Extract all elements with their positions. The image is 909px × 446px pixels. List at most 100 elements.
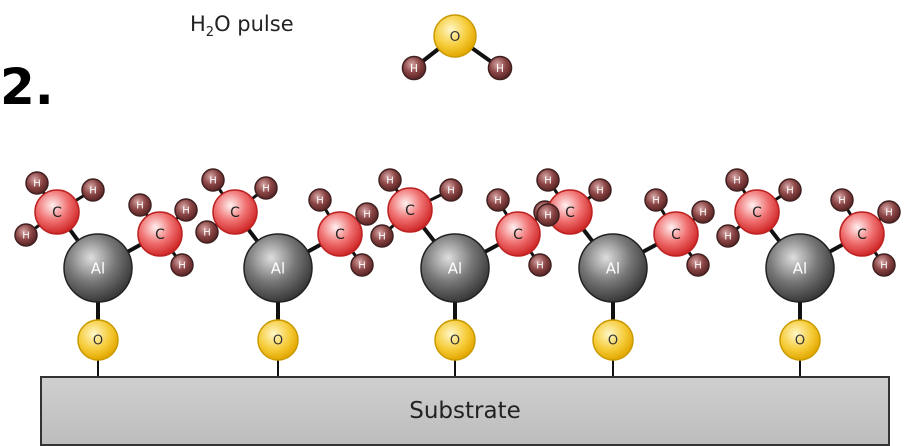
hydrogen-atom: H — [487, 55, 513, 81]
hydrogen-atom: H — [81, 178, 105, 202]
oxygen-atom-sphere — [257, 319, 299, 361]
hydrogen-atom: H — [174, 198, 198, 222]
carbon-atom-sphere — [495, 211, 541, 257]
oxygen-atom: O — [257, 319, 299, 361]
hydrogen-atom-sphere — [370, 224, 394, 248]
hydrogen-atom-sphere — [81, 178, 105, 202]
aluminum-atom: Al — [765, 233, 835, 303]
oxygen-atom: O — [779, 319, 821, 361]
hydrogen-atom-sphere — [778, 178, 802, 202]
oxygen-atom-sphere — [779, 319, 821, 361]
hydrogen-atom: H — [401, 55, 427, 81]
hydrogen-atom: H — [528, 253, 552, 277]
hydrogen-atom-sphere — [439, 178, 463, 202]
hydrogen-atom-label: H — [544, 211, 552, 222]
carbon-atom-sphere — [212, 189, 258, 235]
oxygen-atom: O — [433, 14, 477, 58]
carbon-atom-label: C — [565, 205, 575, 221]
hydrogen-atom-sphere — [691, 200, 715, 224]
hydrogen-atom: H — [201, 168, 225, 192]
aluminum-atom-label: Al — [271, 259, 285, 277]
carbon-atom-label: C — [513, 227, 523, 243]
hydrogen-atom-sphere — [254, 176, 278, 200]
hydrogen-atom-sphere — [174, 198, 198, 222]
carbon-atom-label: C — [752, 205, 762, 221]
hydrogen-atom-label: H — [378, 232, 386, 243]
hydrogen-atom-label: H — [386, 176, 394, 187]
carbon-atom: C — [137, 211, 183, 257]
oxygen-atom-label: O — [273, 334, 283, 349]
hydrogen-atom-label: H — [363, 210, 371, 221]
hydrogen-atom-sphere — [128, 193, 152, 217]
hydrogen-atom: H — [691, 200, 715, 224]
hydrogen-atom-label: H — [262, 184, 270, 195]
oxygen-atom: O — [77, 319, 119, 361]
substrate-label: Substrate — [409, 398, 521, 424]
hydrogen-atom-label: H — [89, 186, 97, 197]
hydrogen-atom: H — [378, 168, 402, 192]
carbon-atom-sphere — [387, 187, 433, 233]
hydrogen-atom-sphere — [195, 220, 219, 244]
hydrogen-atom-label: H — [22, 231, 30, 242]
aluminum-atom-sphere — [243, 233, 313, 303]
aluminum-atom: Al — [243, 233, 313, 303]
hydrogen-atom-sphere — [14, 223, 38, 247]
carbon-atom: C — [734, 189, 780, 235]
aluminum-atom-sphere — [420, 233, 490, 303]
carbon-atom: C — [653, 211, 699, 257]
carbon-atom-label: C — [405, 203, 415, 219]
hydrogen-atom-label: H — [885, 208, 893, 219]
oxygen-atom: O — [592, 319, 634, 361]
aluminum-atom: Al — [578, 233, 648, 303]
carbon-atom-label: C — [52, 205, 62, 221]
hydrogen-atom-sphere — [401, 55, 427, 81]
aluminum-atom-label: Al — [793, 259, 807, 277]
carbon-atom-label: C — [230, 205, 240, 221]
carbon-atom: C — [495, 211, 541, 257]
hydrogen-atom-sphere — [872, 253, 896, 277]
oxygen-atom: O — [434, 319, 476, 361]
carbon-atom-sphere — [653, 211, 699, 257]
hydrogen-atom-sphere — [536, 203, 560, 227]
carbon-atom-label: C — [671, 227, 681, 243]
aluminum-atom-label: Al — [606, 259, 620, 277]
hydrogen-atom-label: H — [358, 261, 366, 272]
hydrogen-atom-label: H — [496, 63, 504, 75]
hydrogen-atom: H — [686, 253, 710, 277]
oxygen-atom-label: O — [450, 334, 460, 349]
hydrogen-atom-sphere — [378, 168, 402, 192]
hydrogen-atom-label: H — [733, 176, 741, 187]
carbon-atom-sphere — [34, 189, 80, 235]
atom-group: OHHOAlCHHHCHHHOAlCHHHCHHHOAlCHHHCHHHOAlC… — [14, 14, 901, 361]
carbon-atom-label: C — [857, 227, 867, 243]
hydrogen-atom-label: H — [447, 186, 455, 197]
hydrogen-atom-label: H — [724, 232, 732, 243]
hydrogen-atom-sphere — [528, 253, 552, 277]
hydrogen-atom: H — [25, 171, 49, 195]
hydrogen-atom-sphere — [716, 224, 740, 248]
carbon-atom: C — [317, 211, 363, 257]
hydrogen-atom: H — [778, 178, 802, 202]
hydrogen-atom: H — [536, 203, 560, 227]
hydrogen-atom-sphere — [536, 168, 560, 192]
carbon-atom-sphere — [839, 211, 885, 257]
carbon-atom: C — [34, 189, 80, 235]
hydrogen-atom-sphere — [877, 200, 901, 224]
oxygen-atom-sphere — [433, 14, 477, 58]
carbon-atom-sphere — [137, 211, 183, 257]
aluminum-atom-sphere — [765, 233, 835, 303]
hydrogen-atom-sphere — [487, 55, 513, 81]
hydrogen-atom-sphere — [725, 168, 749, 192]
hydrogen-atom-label: H — [786, 186, 794, 197]
oxygen-atom-label: O — [795, 334, 805, 349]
hydrogen-atom: H — [14, 223, 38, 247]
step-number: 2. — [0, 58, 54, 116]
carbon-atom: C — [212, 189, 258, 235]
carbon-atom: C — [387, 187, 433, 233]
oxygen-atom-label: O — [93, 334, 103, 349]
oxygen-atom-sphere — [592, 319, 634, 361]
hydrogen-atom: H — [195, 220, 219, 244]
hydrogen-atom-sphere — [644, 188, 668, 212]
